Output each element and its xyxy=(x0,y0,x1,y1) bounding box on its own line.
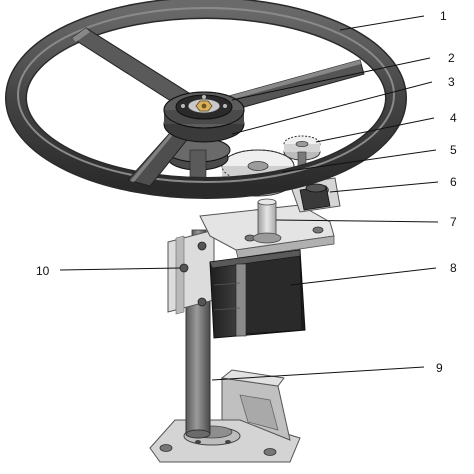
callout-2: 2 xyxy=(231,51,455,101)
callout-label-7: 7 xyxy=(450,215,457,229)
callout-label-3: 3 xyxy=(448,75,455,89)
callout-label-5: 5 xyxy=(450,143,457,157)
callouts: 1 2 3 4 5 6 7 8 xyxy=(36,9,457,381)
base-bracket xyxy=(149,369,301,463)
callout-label-4: 4 xyxy=(450,111,457,125)
callout-4: 4 xyxy=(315,111,457,143)
callout-9: 9 xyxy=(211,361,443,381)
mounting-bracket xyxy=(167,177,341,315)
steering-wheel-rim xyxy=(5,0,407,199)
callout-3: 3 xyxy=(231,75,455,135)
steering-wheel-spokes xyxy=(71,27,365,187)
callout-6: 6 xyxy=(329,175,457,193)
callout-label-6: 6 xyxy=(450,175,457,189)
callout-label-10: 10 xyxy=(36,264,50,278)
callout-label-1: 1 xyxy=(440,9,447,23)
callout-10: 10 xyxy=(36,264,181,278)
wheel-center-hub xyxy=(163,91,245,143)
callout-8: 8 xyxy=(289,261,457,286)
callout-7: 7 xyxy=(275,215,457,229)
callout-5: 5 xyxy=(281,143,457,173)
bearing-block xyxy=(299,183,331,211)
shaft-coupling xyxy=(252,198,282,244)
callout-label-8: 8 xyxy=(450,261,457,275)
callout-label-9: 9 xyxy=(436,361,443,375)
stepper-motor xyxy=(209,249,306,339)
callout-label-2: 2 xyxy=(448,51,455,65)
callout-1: 1 xyxy=(339,9,447,31)
